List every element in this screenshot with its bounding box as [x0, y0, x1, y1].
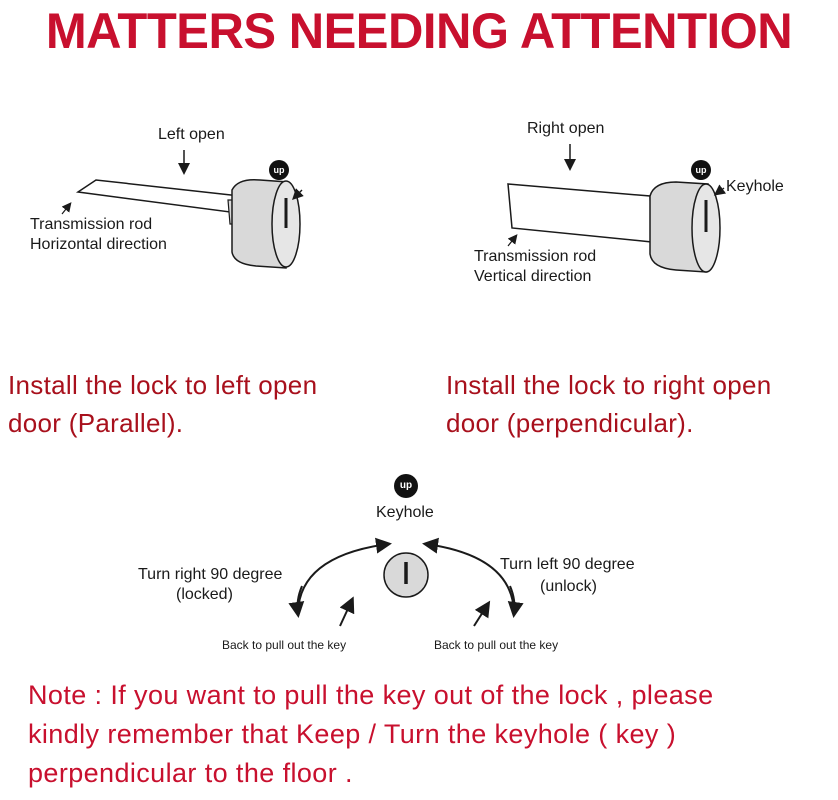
instruction-left: Install the lock to left open door (Para… [8, 366, 317, 442]
up-badge-left: up [269, 160, 289, 180]
note-line2: kindly remember that Keep / Turn the key… [28, 719, 677, 749]
instruction-right-line1: Install the lock to right open [446, 370, 772, 400]
left-rod-label-line1: Transmission rod [30, 216, 153, 233]
right-rod-label-line1: Transmission rod [474, 248, 597, 265]
instruction-right-line2: door (perpendicular). [446, 408, 694, 438]
back-arrow-right [473, 600, 491, 627]
left-lock-illustration [61, 150, 304, 269]
instruction-left-line1: Install the lock to left open [8, 370, 318, 400]
right-lock-illustration [507, 144, 727, 273]
up-badge-right: up [691, 160, 711, 180]
left-rod-label-line2: Horizontal direction [30, 236, 167, 253]
turn-left-label-line1: Turn left 90 degree [500, 556, 635, 573]
transmission-rod-horizontal [75, 179, 242, 213]
turn-right-label-line1: Turn right 90 degree [138, 566, 283, 583]
back-to-pull-left: Back to pull out the key [222, 638, 347, 652]
back-arrow-left [339, 596, 355, 627]
note-line3: perpendicular to the floor . [28, 758, 353, 788]
turn-right-label-line2: (locked) [176, 586, 233, 603]
turn-left-arc [422, 537, 515, 613]
instruction-right: Install the lock to right open door (per… [446, 366, 772, 442]
center-keyhole-label: Keyhole [376, 504, 434, 521]
keyhole-turn-illustration [288, 537, 524, 627]
right-rod-label-line2: Vertical direction [474, 268, 592, 285]
instruction-left-line2: door (Parallel). [8, 408, 184, 438]
up-badge-center: up [394, 474, 418, 498]
transmission-rod-vertical [507, 183, 653, 243]
page-title: MATTERS NEEDING ATTENTION [45, 3, 793, 59]
turn-right-arc [297, 537, 392, 613]
note-line1: Note : If you want to pull the key out o… [28, 680, 714, 710]
right-open-label: Right open [527, 120, 605, 137]
back-to-pull-right: Back to pull out the key [434, 638, 559, 652]
right-keyhole-label: Keyhole [726, 178, 784, 195]
left-open-label: Left open [158, 126, 225, 143]
turn-left-label-line2: (unlock) [540, 578, 597, 595]
note-block: Note : If you want to pull the key out o… [28, 676, 828, 793]
